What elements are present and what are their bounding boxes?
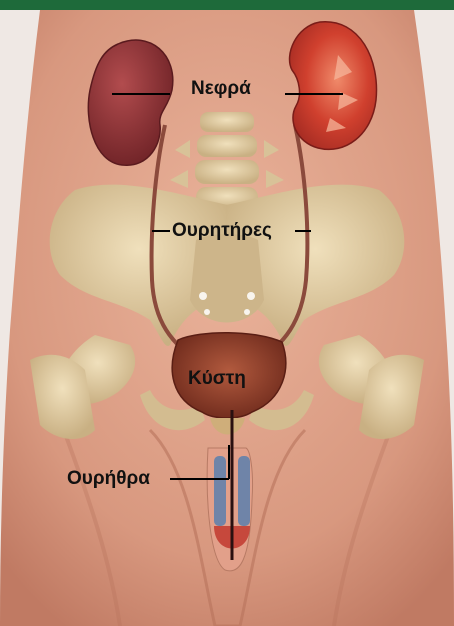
label-bladder: Κύστη — [188, 369, 246, 388]
corpus-right — [238, 456, 250, 526]
label-ureters: Ουρητήρες — [172, 221, 272, 240]
label-kidneys: Νεφρά — [191, 79, 251, 98]
corpus-left — [214, 456, 226, 526]
label-urethra: Ουρήθρα — [67, 469, 150, 488]
